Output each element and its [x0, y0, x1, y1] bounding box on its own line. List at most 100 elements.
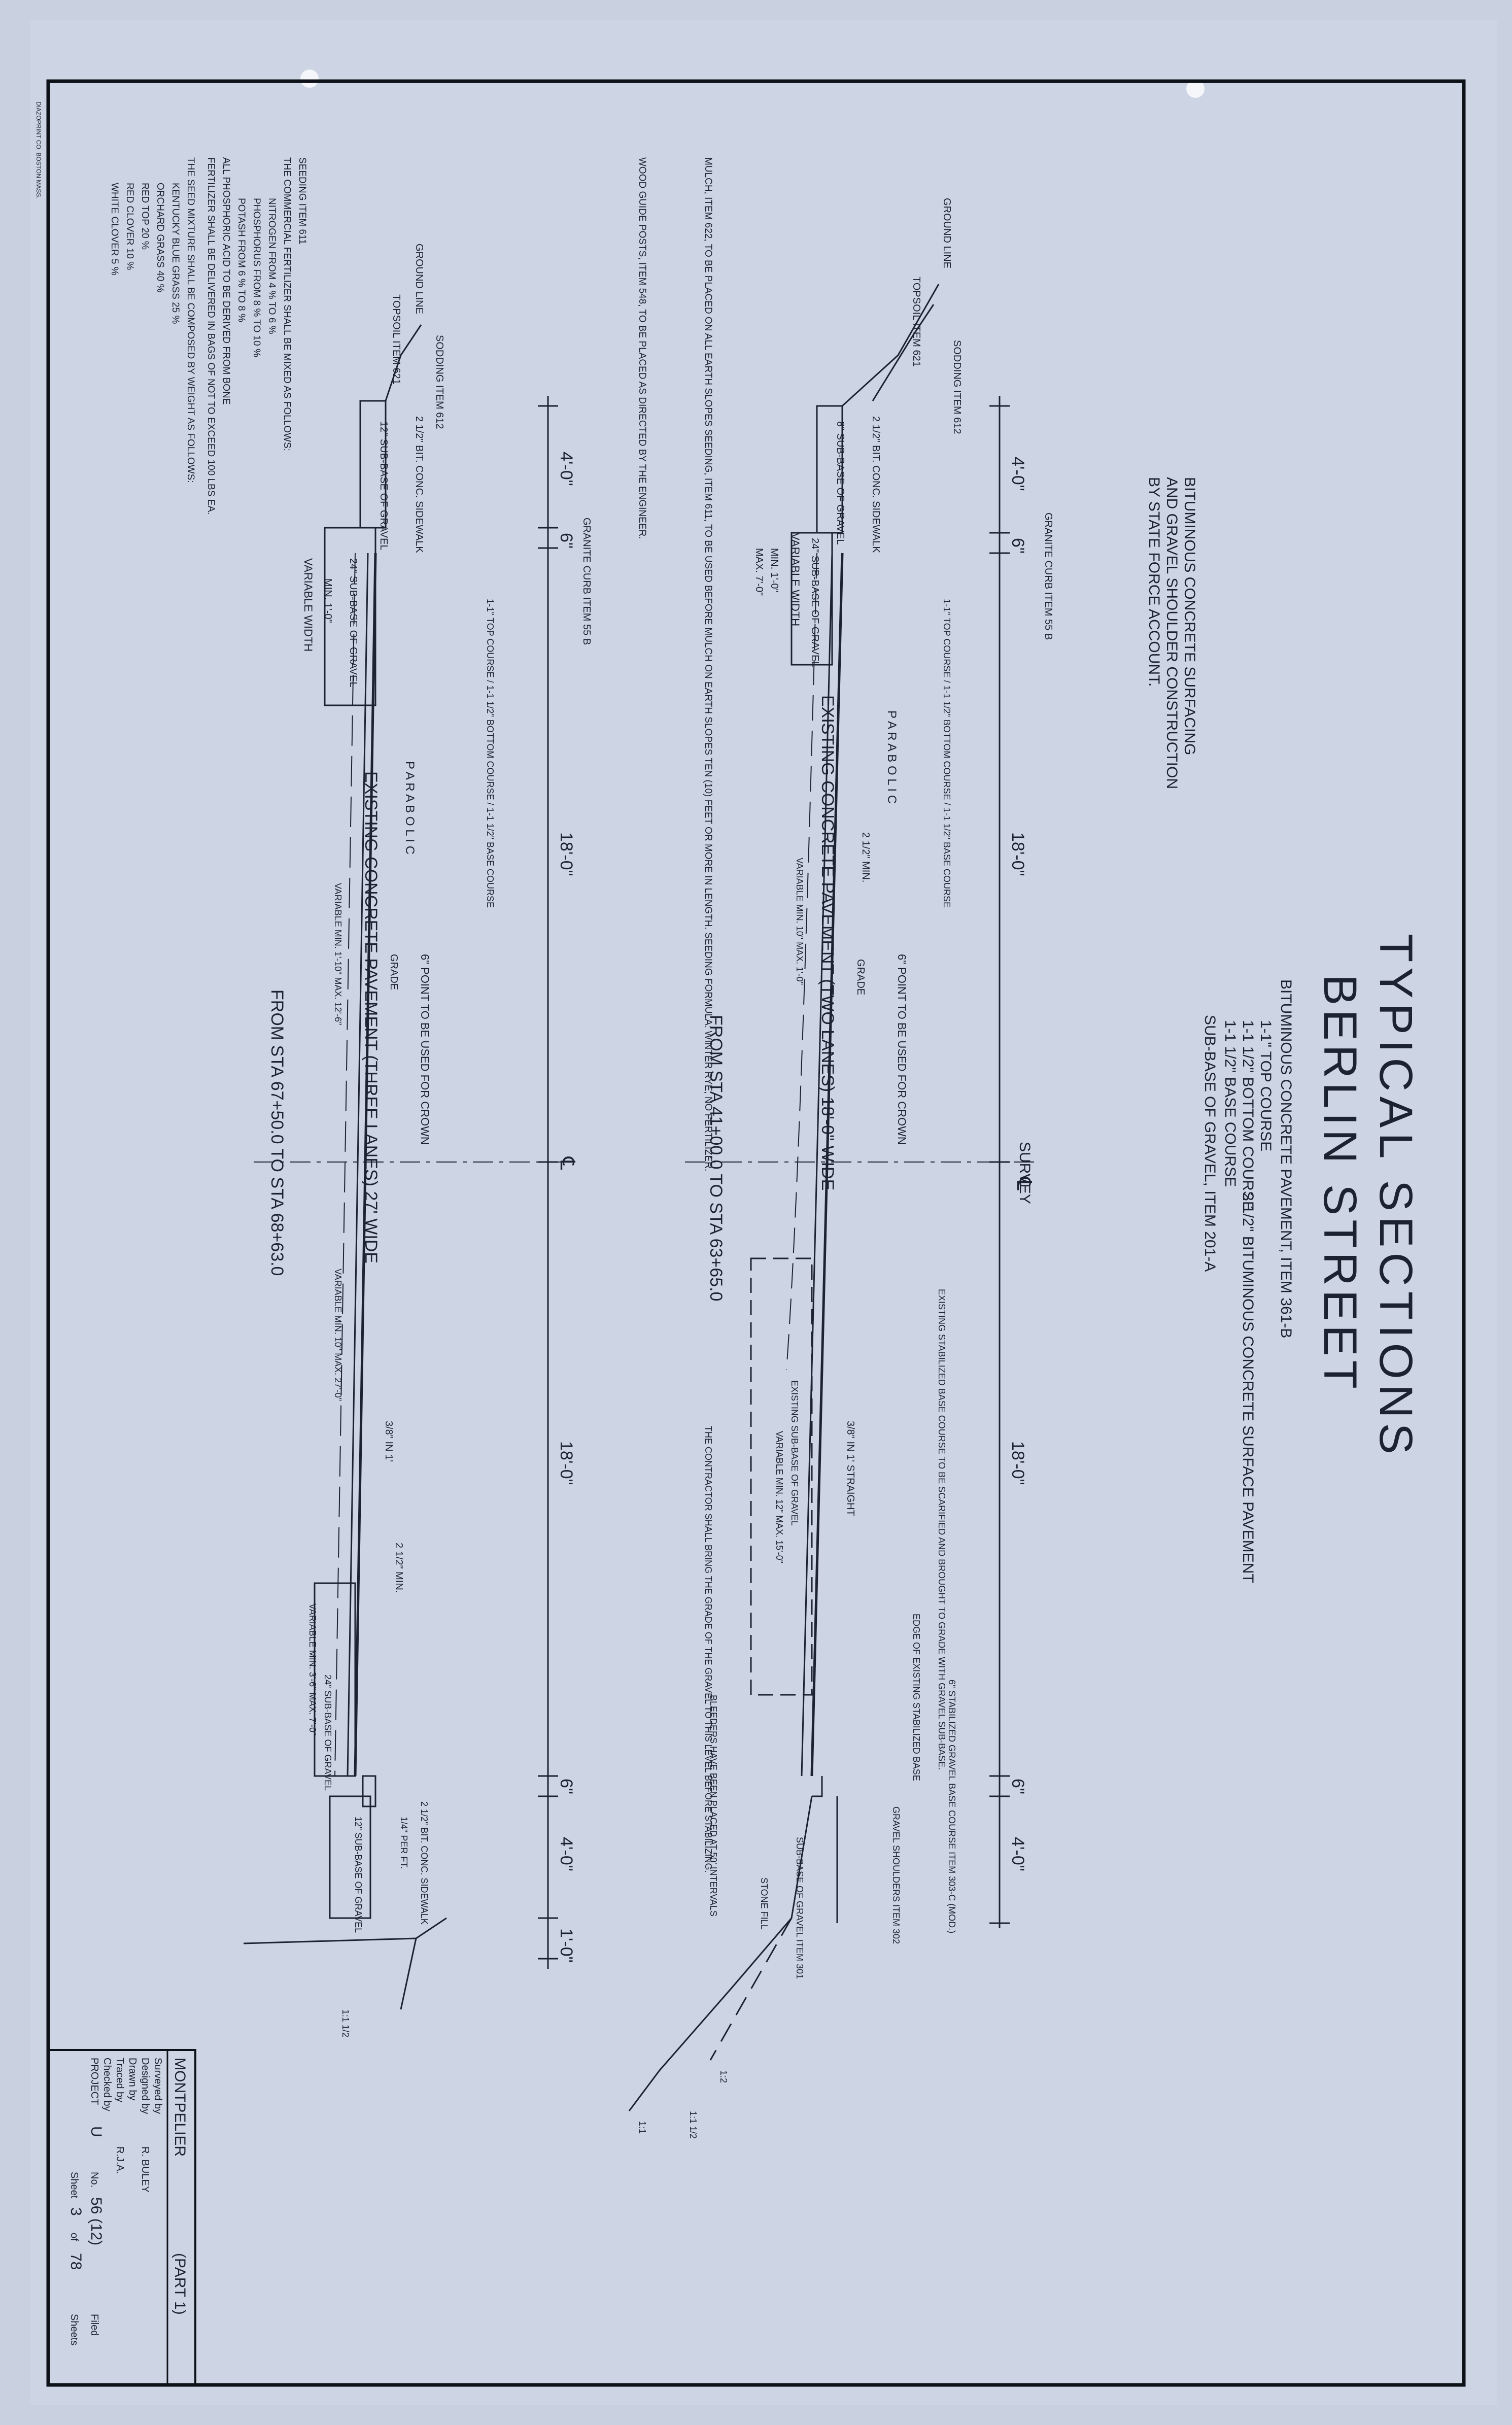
- upper-bleeders: BLEEDERS HAVE BEEN PLACED AT 50' INTERVA…: [708, 1695, 718, 1917]
- tb-project: PROJECT: [89, 2058, 100, 2105]
- title: TYPICAL SECTIONS: [1370, 934, 1422, 1459]
- upper-stab-note: EXISTING STABILIZED BASE COURSE TO BE SC…: [937, 1289, 947, 1770]
- lower-curb-subbase-left: [324, 527, 376, 706]
- upper-pavement-label: EXISTING CONCRETE PAVEMENT (TWO LANES) 1…: [818, 695, 837, 1190]
- title-block-frame: [47, 2049, 196, 2386]
- lower-pavement-label: EXISTING CONCRETE PAVEMENT (THREE LANES)…: [361, 771, 381, 1263]
- upper-point-note: 6" POINT TO BE USED FOR CROWN: [896, 954, 908, 1145]
- seed-2: ORCHARD GRASS 40 %: [155, 183, 165, 293]
- shoulder-note-2: AND GRAVEL SHOULDER CONSTRUCTION: [1163, 477, 1180, 789]
- upper-straight: 3/8" IN 1' STRAIGHT: [845, 1421, 856, 1516]
- section-upper-labels: SURVEY ℄ 4'-0" 6" 18'-0" 18'-0" 6" 4'-0"…: [637, 198, 1054, 2139]
- tb-no-val: 56 (12): [88, 2197, 105, 2245]
- upper-slope-2: 1:2: [718, 2070, 729, 2083]
- upper-pavement: [810, 553, 844, 1777]
- section-lower-labels: 4'-0" 6" 18'-0" ℄ 18'-0" 6" 4'-0" 1'-0" …: [267, 244, 592, 2037]
- upper-slope-1: 1:1: [637, 2121, 647, 2134]
- note-mulch: MULCH, ITEM 622, TO BE PLACED ON ALL EAR…: [703, 157, 713, 1171]
- lower-sidewalk-right-slope: 1/4" PER FT.: [399, 1817, 409, 1869]
- lower-dim-far-right: 1'-0": [557, 1928, 576, 1963]
- upper-dim-lane-right: 18'-0": [1008, 1441, 1027, 1485]
- upper-pavement-base: [801, 553, 833, 1777]
- seeding-3: FERTILIZER SHALL BE DELIVERED IN BAGS OF…: [205, 157, 216, 515]
- seeding-1: THE COMMERCIAL FERTILIZER SHALL BE MIXED…: [282, 157, 292, 451]
- lower-grade: GRADE: [388, 954, 399, 990]
- upper-contractor-note: THE CONTRACTOR SHALL BRING THE GRADE OF …: [703, 1426, 713, 1873]
- lower-point-note: 6" POINT TO BE USED FOR CROWN: [419, 954, 431, 1145]
- course-top: 1-1" TOP COURSE: [1257, 1020, 1274, 1151]
- lower-center-mark: ℄: [556, 1156, 578, 1170]
- upper-variable-right: VARIABLE MIN. 12" MAX. 15'-0": [774, 1431, 784, 1563]
- upper-right-subbase: [750, 1257, 813, 1696]
- note-wood: WOOD GUIDE POSTS, ITEM 548, TO BE PLACED…: [637, 157, 647, 539]
- upper-sidewalk: 2 1/2" BIT. CONC. SIDEWALK: [870, 416, 881, 553]
- seed-5: WHITE CLOVER 5 %: [109, 183, 120, 276]
- upper-subbase-301: SUB-BASE OF GRAVEL ITEM 301: [795, 1837, 805, 1979]
- street-name: BERLIN STREET: [1314, 974, 1366, 1393]
- lower-variable-right: VARIABLE MIN. 10" MAX. 27'-0": [333, 1269, 343, 1401]
- seed-4: RED CLOVER 10 %: [124, 183, 135, 270]
- lower-sidewalk-right: 2 1/2" BIT. CONC. SIDEWALK: [419, 1801, 429, 1925]
- upper-existing-sub: EXISTING SUB-BASE OF GRAVEL: [789, 1380, 800, 1526]
- lower-dim-sidewalk-right: 4'-0": [557, 1837, 576, 1871]
- lower-sodding: SODDING ITEM 612: [434, 335, 445, 429]
- lower-sidewalk-subbase-right: [329, 1795, 371, 1919]
- punch-hole-left: [300, 70, 319, 88]
- tb-sheet-label: Sheet: [68, 2172, 80, 2199]
- lower-courses: 1-1" TOP COURSE / 1-1 1/2" BOTTOM COURSE…: [485, 599, 495, 908]
- lower-var-width: VARIABLE WIDTH: [302, 558, 315, 652]
- course-bottom: 1-1 1/2" BOTTOM COURSE: [1240, 1020, 1256, 1211]
- lower-subbase-right: 12" SUB-BASE OF GRAVEL: [353, 1817, 363, 1933]
- upper-dim-lane-left: 18'-0": [1008, 832, 1027, 876]
- tb-surveyed: Surveyed by: [152, 2058, 163, 2114]
- seed-title: THE SEED MIXTURE SHALL BE COMPOSED BY WE…: [185, 157, 196, 483]
- tb-sheets: Sheets: [68, 2314, 80, 2345]
- sheet-border: [46, 79, 1466, 2387]
- lower-dim-curb-right: 6": [557, 1779, 576, 1794]
- seed-3: RED TOP 20 %: [140, 183, 150, 250]
- seeding-title: SEEDING ITEM 611: [297, 157, 307, 245]
- upper-slope-left-2: [872, 304, 935, 401]
- lower-min-2-5: 2 1/2" MIN.: [393, 1543, 404, 1593]
- upper-ground-line: GROUND LINE: [941, 198, 952, 268]
- upper-var-width: VARIABLE WIDTH: [789, 533, 802, 626]
- upper-edge-note: EDGE OF EXISTING STABILIZED BASE: [911, 1614, 921, 1781]
- title-block: MONTPELIER (PART 1) Surveyed by Designed…: [47, 2049, 196, 2386]
- upper-concrete: [786, 553, 817, 1371]
- seeding-potash: POTASH FROM 6 % TO 8 %: [236, 198, 247, 322]
- upper-survey: SURVEY: [1016, 1142, 1033, 1204]
- tb-traced-val: R.J.A.: [114, 2146, 125, 2174]
- upper-station: FROM STA 41+00.0 TO STA 63+65.0: [706, 1015, 726, 1301]
- upper-var-min: MIN. 1'-0": [769, 548, 780, 593]
- lower-slope: 1:1 1/2: [340, 2009, 351, 2037]
- lower-dim-curb-left: 6": [557, 533, 576, 549]
- shoulder-note-1: BITUMINOUS CONCRETE SURFACING: [1181, 477, 1198, 755]
- tb-part: (PART 1): [171, 2253, 188, 2315]
- lower-dim-lane-left: 18'-0": [557, 832, 576, 876]
- lower-pavement: [354, 553, 377, 1777]
- section-lower: [243, 324, 568, 2010]
- tb-checked: Checked by: [101, 2058, 113, 2111]
- lower-station: FROM STA 67+50.0 TO STA 68+63.0: [267, 989, 287, 1276]
- lower-curb-right: [362, 1775, 376, 1807]
- seeding-nitrogen: NITROGEN FROM 4 % TO 6 %: [266, 198, 277, 334]
- upper-fill-slope-2: [709, 1918, 793, 2061]
- tb-no-label: No.: [89, 2172, 100, 2188]
- pavement-line: BITUMINOUS CONCRETE PAVEMENT, ITEM 361-B: [1278, 979, 1294, 1338]
- lower-sidewalk: 2 1/2" BIT. CONC. SIDEWALK: [414, 416, 425, 553]
- upper-curb-subbase-left: [791, 532, 833, 666]
- upper-sodding: SODDING ITEM 612: [951, 340, 963, 434]
- lower-var-min-right: VARIABLE MIN. 3'-6" MAX. 7'-0": [307, 1603, 318, 1735]
- lower-subbase-right: [314, 1582, 356, 1777]
- tb-project-val: U: [88, 2126, 105, 2137]
- upper-gravel-shoulders: GRAVEL SHOULDERS ITEM 302: [891, 1806, 901, 1944]
- tb-designed: Designed by: [140, 2058, 151, 2114]
- upper-dim-curb-left: 6": [1008, 538, 1027, 554]
- lower-pavement-base: [347, 553, 369, 1777]
- upper-fill-slope: [628, 1796, 813, 2111]
- tb-town: MONTPELIER: [171, 2058, 188, 2157]
- upper-stab-gravel: 6" STABILIZED GRAVEL BASE COURSE ITEM 30…: [947, 1680, 957, 1933]
- course-base: 1-1 1/2" BASE COURSE: [1222, 1020, 1239, 1187]
- lower-slope-left: [385, 324, 422, 401]
